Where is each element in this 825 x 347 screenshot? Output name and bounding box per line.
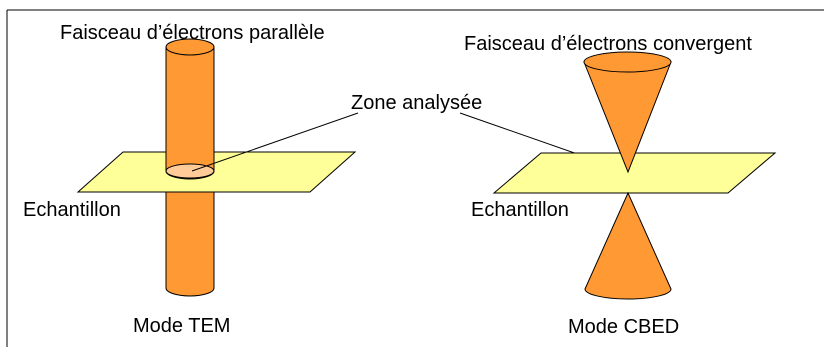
- tem-beam-lower: [165, 191, 215, 297]
- cbed-beam-top-cap: [583, 51, 672, 73]
- tem-beam-upper: [165, 46, 215, 180]
- analysed-zone-pointer-left: [191, 112, 359, 172]
- tem-diagram: Faisceau d’électrons parallèle Echantill…: [23, 22, 357, 337]
- tem-beam-top-cap: [165, 38, 215, 56]
- tem-beam-label: Faisceau d’électrons parallèle: [60, 22, 325, 44]
- tem-mode-label: Mode TEM: [133, 315, 230, 337]
- tem-sample-label: Echantillon: [23, 199, 121, 221]
- cbed-beam-label: Faisceau d’électrons convergent: [464, 33, 752, 55]
- cbed-sample-label: Echantillon: [471, 199, 569, 221]
- cbed-sample-plane: [492, 152, 777, 194]
- tem-sample-plane: [76, 151, 357, 193]
- cbed-mode-label: Mode CBED: [568, 316, 679, 338]
- cbed-diagram: Faisceau d’électrons convergent Echantil…: [464, 33, 777, 338]
- analysed-zone-label: Zone analysée: [351, 92, 482, 114]
- cbed-beam-lower-cone: [584, 191, 672, 300]
